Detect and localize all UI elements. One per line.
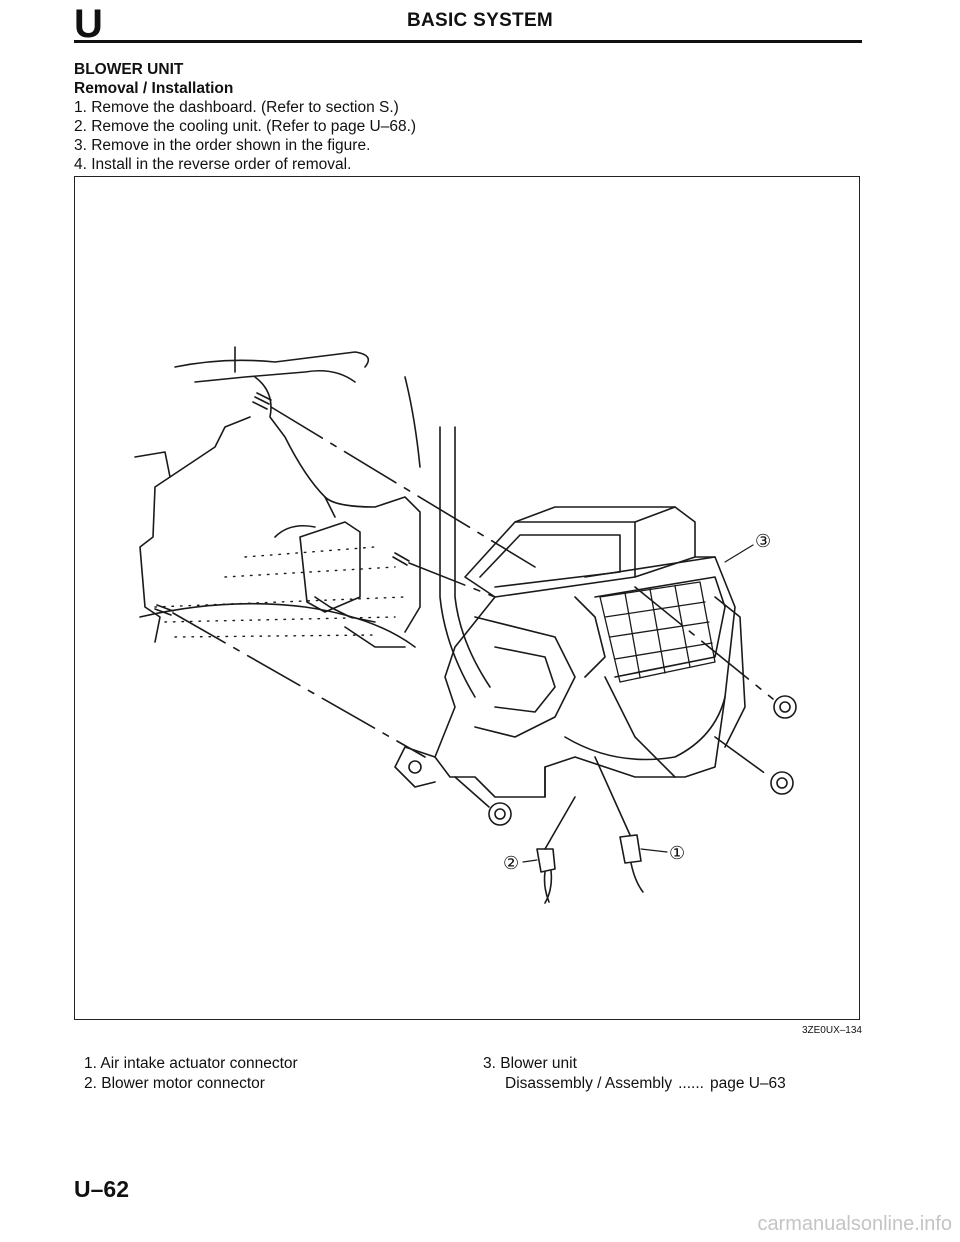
legend-right-column: 3. Blower unit Disassembly / Assembly ..… — [483, 1054, 786, 1094]
procedure-step: 1. Remove the dashboard. (Refer to secti… — [74, 99, 399, 116]
legend-item: 3. Blower unit — [483, 1055, 577, 1072]
section-subheading: Removal / Installation — [74, 80, 234, 97]
procedure-step: 2. Remove the cooling unit. (Refer to pa… — [74, 118, 417, 135]
watermark: carmanualsonline.info — [757, 1213, 952, 1235]
legend-sub-label: Disassembly / Assembly — [505, 1075, 673, 1092]
leader-lines — [172, 406, 536, 758]
legend-page-reference: page U–63 — [709, 1075, 786, 1092]
callout-leaders — [522, 544, 754, 863]
blower-unit-housing — [394, 506, 746, 798]
procedure-step: 3. Remove in the order shown in the figu… — [74, 137, 371, 154]
blower-unit-figure: ③ ② ① — [74, 176, 860, 1020]
procedure-section: BLOWER UNIT Removal / Installation 1. Re… — [74, 60, 416, 174]
callout-1: ① — [669, 843, 685, 864]
screw-icons — [154, 392, 410, 616]
legend-sub-entry: Disassembly / Assembly ...... page U–63 — [483, 1074, 786, 1094]
procedure-step: 4. Install in the reverse order of remov… — [74, 156, 352, 173]
floor-carpet-area — [154, 546, 406, 638]
vehicle-body-structure — [134, 346, 491, 698]
section-letter: U — [74, 2, 103, 46]
callout-2: ② — [503, 853, 519, 874]
legend-item: 2. Blower motor connector — [84, 1075, 265, 1092]
header-divider — [74, 40, 862, 43]
nut-icons — [488, 695, 797, 826]
callout-3: ③ — [755, 531, 771, 552]
page-number: U–62 — [74, 1176, 129, 1202]
connector-icons — [536, 756, 644, 904]
figure-code: 3ZE0UX–134 — [801, 1025, 862, 1036]
legend-item: 1. Air intake actuator connector — [84, 1055, 298, 1072]
blower-unit-illustration: ③ ② ① — [134, 346, 797, 904]
intake-filter-grid — [599, 581, 716, 683]
section-heading: BLOWER UNIT — [74, 61, 184, 78]
page-header-title: BASIC SYSTEM — [406, 10, 554, 31]
nut-leader-lines — [454, 586, 774, 808]
legend-left-column: 1. Air intake actuator connector 2. Blow… — [84, 1054, 298, 1094]
legend-leader-dots: ...... — [678, 1075, 704, 1092]
